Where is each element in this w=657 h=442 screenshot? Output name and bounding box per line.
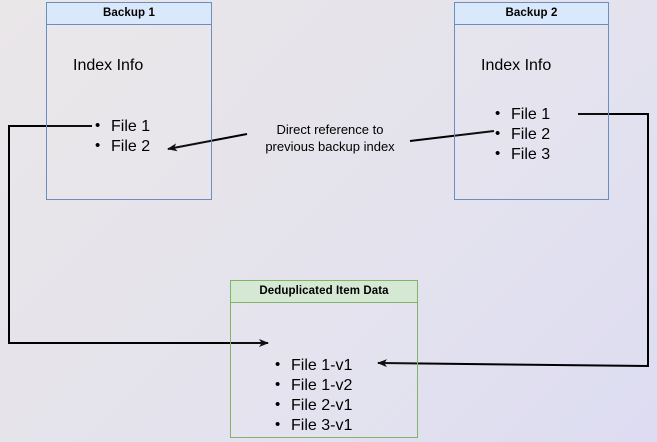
backup-2-file-list: File 1 File 2 File 3 bbox=[495, 104, 550, 165]
backup-2-index-info-label: Index Info bbox=[481, 57, 552, 74]
backup-2-box[interactable]: Backup 2 Index Info File 1 File 2 File 3 bbox=[454, 2, 609, 200]
backup-2-body: Index Info File 1 File 2 File 3 bbox=[455, 25, 608, 199]
list-item: File 1-v2 bbox=[275, 375, 352, 396]
list-item: File 1-v1 bbox=[275, 355, 352, 376]
list-item: File 1 bbox=[495, 104, 550, 125]
backup-2-header: Backup 2 bbox=[455, 3, 608, 25]
backup-1-file-list: File 1 File 2 bbox=[95, 116, 150, 157]
direct-reference-caption: Direct reference to previous backup inde… bbox=[247, 121, 413, 155]
deduplicated-item-data-body: File 1-v1 File 1-v2 File 2-v1 File 3-v1 bbox=[231, 303, 417, 437]
backup-1-body: Index Info File 1 File 2 bbox=[47, 25, 211, 199]
backup-1-header: Backup 1 bbox=[47, 3, 211, 25]
caption-line-1: Direct reference to bbox=[276, 122, 384, 137]
list-item: File 3 bbox=[495, 144, 550, 165]
list-item: File 1 bbox=[95, 116, 150, 137]
deduplicated-file-list: File 1-v1 File 1-v2 File 2-v1 File 3-v1 bbox=[275, 355, 352, 436]
list-item: File 3-v1 bbox=[275, 415, 352, 436]
backup-1-index-info-label: Index Info bbox=[73, 57, 144, 74]
backup-1-box[interactable]: Backup 1 Index Info File 1 File 2 bbox=[46, 2, 212, 200]
list-item: File 2 bbox=[495, 124, 550, 145]
caption-line-2: previous backup index bbox=[265, 139, 395, 154]
deduplicated-item-data-box[interactable]: Deduplicated Item Data File 1-v1 File 1-… bbox=[230, 280, 418, 438]
list-item: File 2 bbox=[95, 136, 150, 157]
deduplicated-item-data-header: Deduplicated Item Data bbox=[231, 281, 417, 303]
list-item: File 2-v1 bbox=[275, 395, 352, 416]
